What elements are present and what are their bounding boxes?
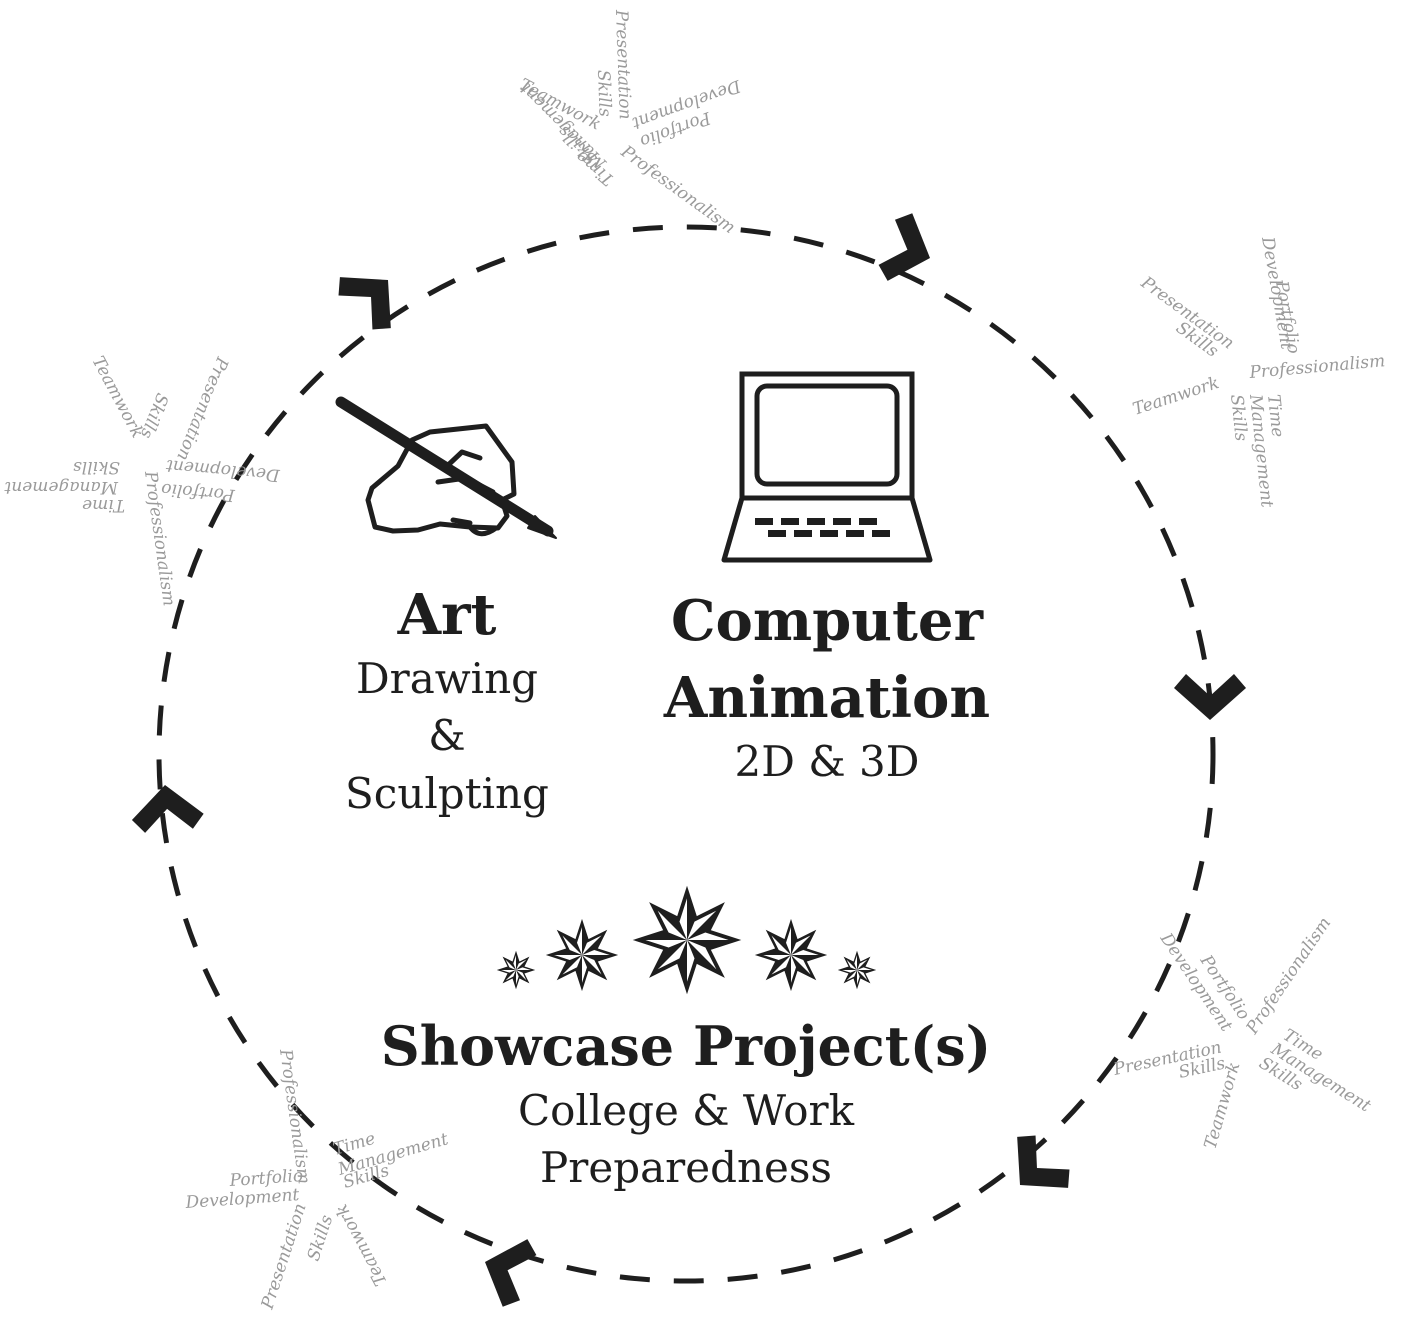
cycle-dashed-circle: [156, 224, 1216, 1284]
skills-burst-right-lower: Development Portfolio Professionalism Pr…: [1111, 914, 1374, 1152]
skill-teamwork: Teamwork: [332, 1201, 392, 1289]
star-icon: [839, 952, 875, 988]
skill-management-skills: Skills: [73, 457, 120, 477]
star-icon: [637, 890, 737, 990]
art-line-ampersand: &: [428, 711, 465, 760]
art-line-drawing: Drawing: [356, 654, 538, 703]
showcase-line-2: Preparedness: [540, 1143, 832, 1192]
computer-title-1: Computer: [671, 588, 985, 654]
skill-presentation-skills: Skills: [593, 69, 615, 117]
arrow-icon: [330, 254, 414, 338]
showcase-title: Showcase Project(s): [381, 1014, 991, 1078]
skill-portfolio: Portfolio: [160, 479, 236, 505]
laptop-icon: [721, 371, 933, 563]
skill-time: Time: [1263, 393, 1287, 438]
skill-professionalism: Professionalism: [275, 1047, 314, 1186]
skills-burst-right-upper: Presentation Skills Development Portfoli…: [1130, 234, 1386, 508]
arrow-icon: [874, 208, 943, 292]
skill-development: Development: [184, 1185, 300, 1213]
skill-professionalism: Professionalism: [1248, 351, 1386, 383]
skill-teamwork: Teamwork: [1130, 373, 1221, 420]
skill-presentation-skills: Skills: [136, 390, 172, 441]
skill-presentation: Presentation: [172, 353, 232, 463]
skill-time: Time: [82, 495, 125, 515]
arrow-icon: [994, 1127, 1078, 1211]
hand-drawing-icon: [335, 396, 557, 539]
skill-presentation: Presentation: [611, 8, 635, 119]
skill-professionalism: Professionalism: [616, 141, 739, 238]
skill-presentation-skills: Skills: [304, 1212, 338, 1263]
skill-management: Management: [4, 477, 119, 497]
art-title: Art: [397, 582, 497, 648]
star-icon: [548, 921, 616, 989]
skill-professionalism: Professionalism: [1242, 914, 1335, 1039]
star-icon: [498, 952, 534, 988]
computer-title-2: Animation: [663, 665, 990, 731]
star-icon: [757, 921, 825, 989]
skills-burst-top: Teamwork Presentation Skills Development…: [516, 8, 744, 238]
computer-subtitle: 2D & 3D: [735, 737, 920, 786]
skills-burst-left-lower: Professionalism Time Management Skills P…: [184, 1047, 451, 1313]
showcase-line-1: College & Work: [518, 1086, 855, 1135]
arrow-icon: [129, 781, 205, 834]
art-line-sculpting: Sculpting: [345, 769, 549, 818]
skill-management-skills: Skills: [1226, 393, 1251, 442]
arrow-icon: [1174, 674, 1246, 720]
stars-row: [498, 890, 875, 990]
skills-burst-left: Teamwork Presentation Skills Development…: [4, 353, 281, 607]
skill-presentation: Presentation: [257, 1201, 310, 1313]
